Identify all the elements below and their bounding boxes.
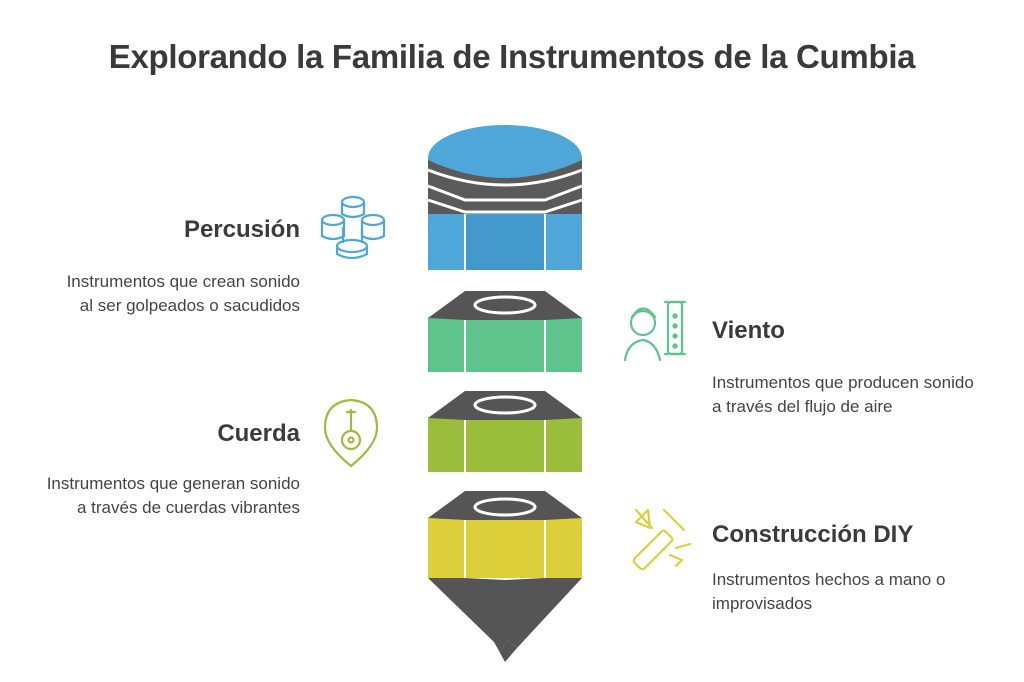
label-viento-desc: Instrumentos que producen sonido a travé… — [712, 373, 974, 416]
label-percusion-desc: Instrumentos que crean sonido al ser gol… — [66, 272, 300, 315]
label-cuerda-title: Cuerda — [217, 420, 300, 447]
label-diy-desc: Instrumentos hechos a mano o improvisado… — [712, 570, 946, 613]
diy-flute-icon — [632, 508, 692, 571]
label-cuerda-desc: Instrumentos que generan sonido a través… — [46, 474, 300, 517]
page-title: Explorando la Familia de Instrumentos de… — [108, 38, 916, 75]
drums-icon — [320, 195, 386, 260]
label-viento-title: Viento — [712, 317, 785, 344]
guitar-pin-icon — [323, 398, 379, 468]
layer-viento-shape — [428, 291, 582, 372]
flute-player-icon — [623, 300, 687, 362]
layer-diy-shape — [428, 491, 582, 578]
layer-cuerda-shape — [428, 391, 582, 472]
pencil-tip — [428, 578, 582, 662]
layer-percusion-shape — [427, 125, 583, 270]
label-diy-title: Construcción DIY — [712, 521, 914, 548]
label-percusion-title: Percusión — [183, 216, 300, 243]
